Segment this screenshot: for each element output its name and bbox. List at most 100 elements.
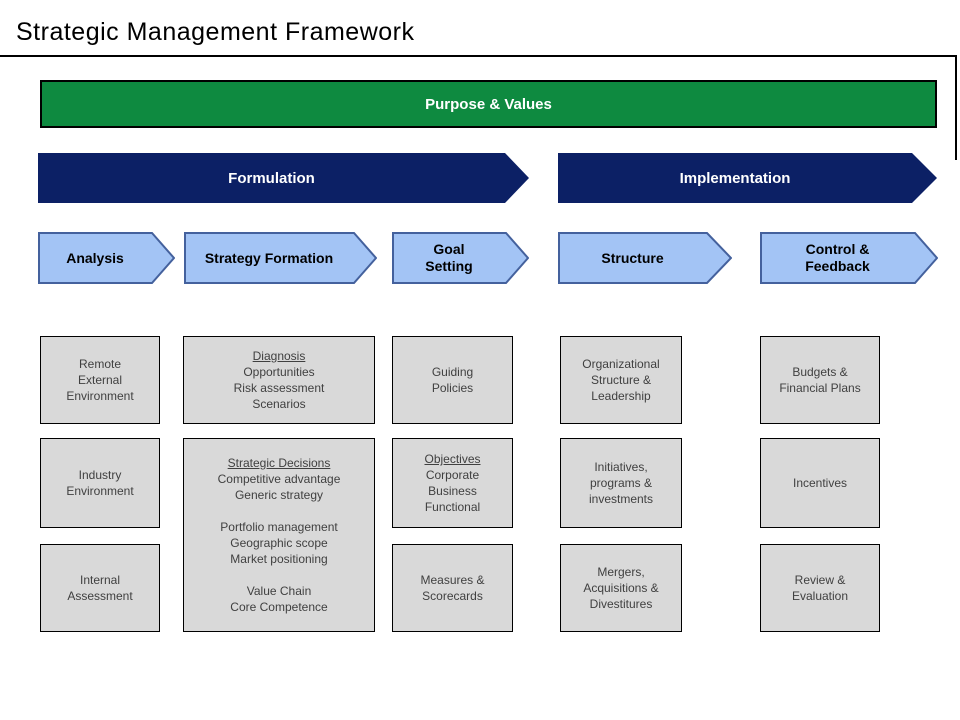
box-line: Internal bbox=[79, 573, 121, 587]
phase-arrow-implementation: Implementation bbox=[558, 153, 937, 203]
box-line: Industry bbox=[78, 468, 122, 482]
right-edge-accent-line bbox=[955, 55, 957, 160]
box-text: Initiatives, programs & investments bbox=[561, 459, 681, 507]
box-text: Remote External Environment bbox=[41, 356, 159, 404]
box-line: Competitive advantage bbox=[217, 472, 341, 486]
implementation-label-wrap: Implementation bbox=[558, 153, 912, 203]
box-line: Market positioning bbox=[230, 552, 328, 566]
box-line: Initiatives, bbox=[594, 460, 648, 474]
box-organizational-structure-leadership: Organizational Structure & Leadership bbox=[560, 336, 682, 424]
analysis-label: Analysis bbox=[66, 249, 124, 266]
box-line: Scorecards bbox=[422, 589, 483, 603]
box-line: investments bbox=[588, 492, 654, 506]
structure-label: Structure bbox=[601, 249, 664, 266]
box-line: Leadership bbox=[591, 389, 651, 403]
box-line: Divestitures bbox=[589, 597, 653, 611]
box-strategic-decisions: Strategic Decisions Competitive advantag… bbox=[183, 438, 375, 632]
box-line: Generic strategy bbox=[234, 488, 324, 502]
box-text: Mergers, Acquisitions & Divestitures bbox=[561, 564, 681, 612]
box-line: Measures & bbox=[420, 573, 485, 587]
formulation-label: Formulation bbox=[228, 169, 315, 187]
goal-setting-label: Goal Setting bbox=[425, 241, 473, 274]
box-industry-environment: Industry Environment bbox=[40, 438, 160, 528]
strategy-formation-arrow-shape bbox=[184, 232, 377, 284]
box-text: Measures & Scorecards bbox=[393, 572, 512, 604]
box-line: Remote bbox=[78, 357, 122, 371]
box-line: Core Competence bbox=[230, 600, 328, 614]
box-line: Policies bbox=[431, 381, 474, 395]
box-text: Objectives Corporate Business Functional bbox=[393, 451, 512, 515]
box-budgets-financial-plans: Budgets & Financial Plans bbox=[760, 336, 880, 424]
box-mergers-acquisitions-divestitures: Mergers, Acquisitions & Divestitures bbox=[560, 544, 682, 632]
structure-label-wrap: Structure bbox=[558, 232, 707, 284]
box-heading: Strategic Decisions bbox=[227, 456, 331, 470]
box-line-spacer bbox=[184, 567, 374, 583]
box-heading: Diagnosis bbox=[252, 349, 306, 363]
box-line: Acquisitions & bbox=[583, 581, 659, 595]
box-review-evaluation: Review & Evaluation bbox=[760, 544, 880, 632]
box-text: Review & Evaluation bbox=[761, 572, 879, 604]
box-text: Industry Environment bbox=[41, 467, 159, 499]
box-incentives: Incentives bbox=[760, 438, 880, 528]
page-title: Strategic Management Framework bbox=[16, 18, 415, 46]
purpose-values-label: Purpose & Values bbox=[425, 95, 552, 113]
box-initiatives-programs-investments: Initiatives, programs & investments bbox=[560, 438, 682, 528]
box-text: Diagnosis Opportunities Risk assessment … bbox=[184, 348, 374, 412]
box-line: Geographic scope bbox=[230, 536, 328, 550]
box-diagnosis: Diagnosis Opportunities Risk assessment … bbox=[183, 336, 375, 424]
box-line: Business bbox=[428, 484, 477, 498]
box-line: Risk assessment bbox=[233, 381, 325, 395]
box-line: Incentives bbox=[792, 476, 848, 490]
box-text: Budgets & Financial Plans bbox=[761, 364, 879, 396]
formulation-label-wrap: Formulation bbox=[38, 153, 505, 203]
box-line: Opportunities bbox=[243, 365, 315, 379]
goal-setting-arrow-shape bbox=[392, 232, 529, 284]
box-line: Budgets & bbox=[792, 365, 848, 379]
step-arrow-structure: Structure bbox=[558, 232, 732, 284]
box-text: Internal Assessment bbox=[41, 572, 159, 604]
box-text: Strategic Decisions Competitive advantag… bbox=[184, 455, 374, 615]
box-line: Review & bbox=[794, 573, 846, 587]
control-feedback-label-wrap: Control & Feedback bbox=[760, 232, 915, 284]
structure-arrow-shape bbox=[558, 232, 732, 284]
analysis-label-wrap: Analysis bbox=[38, 232, 152, 284]
phase-arrow-formulation: Formulation bbox=[38, 153, 529, 203]
box-guiding-policies: Guiding Policies bbox=[392, 336, 513, 424]
box-heading: Objectives bbox=[424, 452, 481, 466]
box-line: Environment bbox=[66, 389, 134, 403]
box-line: Evaluation bbox=[791, 589, 849, 603]
box-line: programs & bbox=[589, 476, 653, 490]
goal-setting-label-wrap: Goal Setting bbox=[392, 232, 506, 284]
box-line: Organizational bbox=[582, 357, 660, 371]
box-line: Scenarios bbox=[252, 397, 306, 411]
strategy-formation-label: Strategy Formation bbox=[204, 249, 334, 266]
box-remote-external-environment: Remote External Environment bbox=[40, 336, 160, 424]
box-line: Structure & bbox=[590, 373, 652, 387]
box-line: Environment bbox=[66, 484, 134, 498]
step-arrow-control-feedback: Control & Feedback bbox=[760, 232, 938, 284]
box-line: Value Chain bbox=[246, 584, 312, 598]
box-line: Assessment bbox=[67, 589, 133, 603]
box-measures-scorecards: Measures & Scorecards bbox=[392, 544, 513, 632]
box-line: External bbox=[77, 373, 123, 387]
step-arrow-analysis: Analysis bbox=[38, 232, 175, 284]
step-arrow-strategy-formation: Strategy Formation bbox=[184, 232, 377, 284]
title-underline-rule bbox=[0, 55, 957, 57]
box-text: Incentives bbox=[761, 475, 879, 491]
box-line-spacer bbox=[184, 503, 374, 519]
formulation-arrow-shape bbox=[38, 153, 529, 203]
box-text: Guiding Policies bbox=[393, 364, 512, 396]
control-feedback-label: Control & Feedback bbox=[805, 241, 870, 274]
implementation-arrow-shape bbox=[558, 153, 937, 203]
strategy-formation-label-wrap: Strategy Formation bbox=[184, 232, 354, 284]
box-line: Guiding bbox=[431, 365, 474, 379]
box-objectives: Objectives Corporate Business Functional bbox=[392, 438, 513, 528]
analysis-arrow-shape bbox=[38, 232, 175, 284]
purpose-values-banner: Purpose & Values bbox=[40, 80, 937, 128]
box-internal-assessment: Internal Assessment bbox=[40, 544, 160, 632]
box-line: Financial Plans bbox=[779, 381, 861, 395]
step-arrow-goal-setting: Goal Setting bbox=[392, 232, 529, 284]
control-feedback-arrow-shape bbox=[760, 232, 938, 284]
box-line: Corporate bbox=[425, 468, 480, 482]
implementation-label: Implementation bbox=[679, 169, 791, 187]
